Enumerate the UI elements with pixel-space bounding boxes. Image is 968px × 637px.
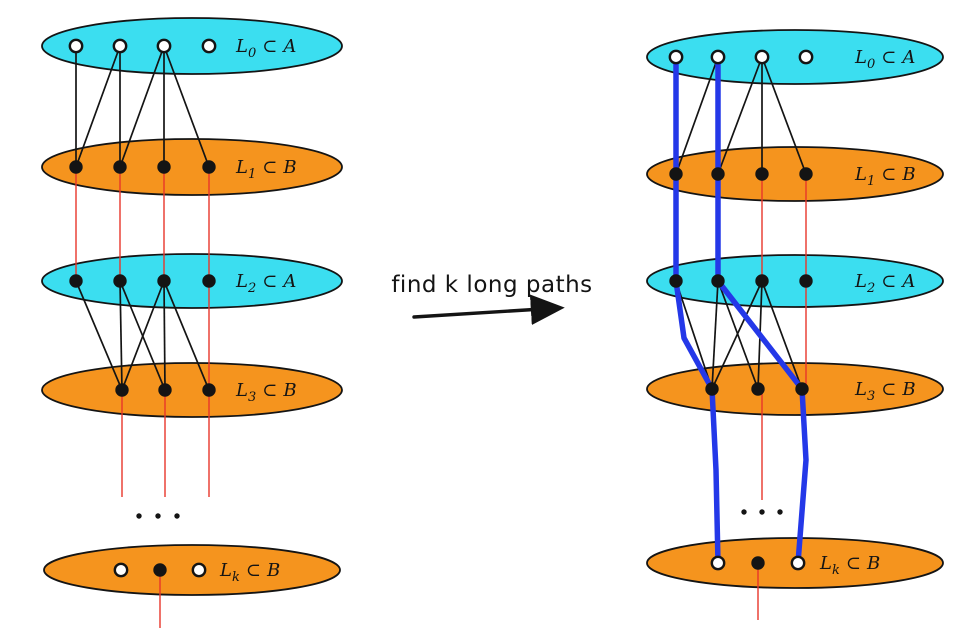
diagram-left: L0⊂A L1⊂B L2⊂A L3⊂B Lk⊂B <box>41 17 343 628</box>
black-edge <box>163 280 210 391</box>
node-filled <box>751 556 765 570</box>
layer-label-left-L2: L2⊂A <box>235 271 296 296</box>
black-edge <box>717 56 763 175</box>
node-open <box>710 49 726 65</box>
node-filled <box>158 383 172 397</box>
ellipsis-dot <box>759 509 765 515</box>
layer-label-left-L3: L3⊂B <box>235 380 297 405</box>
node-open <box>790 555 806 571</box>
node-filled <box>751 382 765 396</box>
annotation-group: find k long paths <box>391 272 592 325</box>
diagram-right: L0⊂A L1⊂B L2⊂A L3⊂B Lk⊂B <box>646 29 944 620</box>
black-edge <box>711 280 763 390</box>
layer-ellipse-left-L2 <box>41 253 343 309</box>
layer-ellipse-left-L3 <box>41 362 343 418</box>
node-filled <box>202 274 216 288</box>
ellipsis-dot <box>777 509 783 515</box>
arrow-right-icon <box>412 294 565 325</box>
node-filled <box>755 274 769 288</box>
highlighted-path <box>673 54 721 566</box>
layer-ellipse-left-L1 <box>41 138 343 196</box>
node-filled <box>113 274 127 288</box>
layer-label-right-L0: L0⊂A <box>854 47 915 72</box>
black-edge <box>675 280 713 390</box>
node-filled <box>755 167 769 181</box>
black-edge <box>163 280 166 391</box>
black-edge <box>675 56 719 175</box>
node-filled <box>153 563 167 577</box>
node-filled <box>669 167 683 181</box>
node-filled <box>157 274 171 288</box>
black-edge <box>121 280 165 391</box>
layer-label-right-L2: L2⊂A <box>854 271 915 296</box>
layer-label-right-L1: L1⊂B <box>854 164 916 189</box>
node-open <box>191 562 207 578</box>
node-filled <box>795 382 809 396</box>
node-filled <box>711 274 725 288</box>
layer-label-left-L0: L0⊂A <box>235 36 296 61</box>
layer-ellipse-right-L1 <box>646 146 944 202</box>
node-filled <box>669 274 683 288</box>
node-open <box>68 38 84 54</box>
node-open <box>754 49 770 65</box>
node-filled <box>202 160 216 174</box>
ellipsis-dot <box>174 513 180 519</box>
black-edge <box>119 280 123 391</box>
black-edge <box>761 280 803 390</box>
node-filled <box>711 167 725 181</box>
highlighted-path <box>715 54 809 566</box>
node-filled <box>69 160 83 174</box>
node-open <box>113 562 129 578</box>
node-filled <box>799 167 813 181</box>
black-edge <box>163 45 210 168</box>
black-edge <box>711 280 719 390</box>
black-edge <box>75 280 123 391</box>
layer-ellipse-right-L3 <box>646 362 944 416</box>
node-open <box>798 49 814 65</box>
layer-label-right-L3: L3⊂B <box>854 379 916 404</box>
layer-label-right-Lk: Lk⊂B <box>819 553 880 578</box>
black-edge <box>717 280 759 390</box>
node-filled <box>115 383 129 397</box>
node-filled <box>69 274 83 288</box>
layer-label-left-L1: L1⊂B <box>235 157 297 182</box>
node-open <box>710 555 726 571</box>
node-filled <box>113 160 127 174</box>
ellipsis-dot <box>136 513 142 519</box>
node-filled <box>157 160 171 174</box>
node-filled <box>202 383 216 397</box>
node-filled <box>799 274 813 288</box>
layer-ellipse-left-L0 <box>41 17 343 75</box>
black-edge <box>761 56 807 175</box>
layer-label-left-Lk: Lk⊂B <box>219 560 280 585</box>
node-open <box>156 38 172 54</box>
black-edge <box>75 45 121 168</box>
black-edge <box>119 45 165 168</box>
layer-ellipse-right-L2 <box>646 254 944 308</box>
layer-ellipse-right-L0 <box>646 29 944 85</box>
node-open <box>112 38 128 54</box>
node-open <box>201 38 217 54</box>
ellipsis-dot <box>741 509 747 515</box>
annotation-text: find k long paths <box>391 272 592 298</box>
node-open <box>668 49 684 65</box>
node-filled <box>705 382 719 396</box>
ellipsis-dot <box>155 513 161 519</box>
